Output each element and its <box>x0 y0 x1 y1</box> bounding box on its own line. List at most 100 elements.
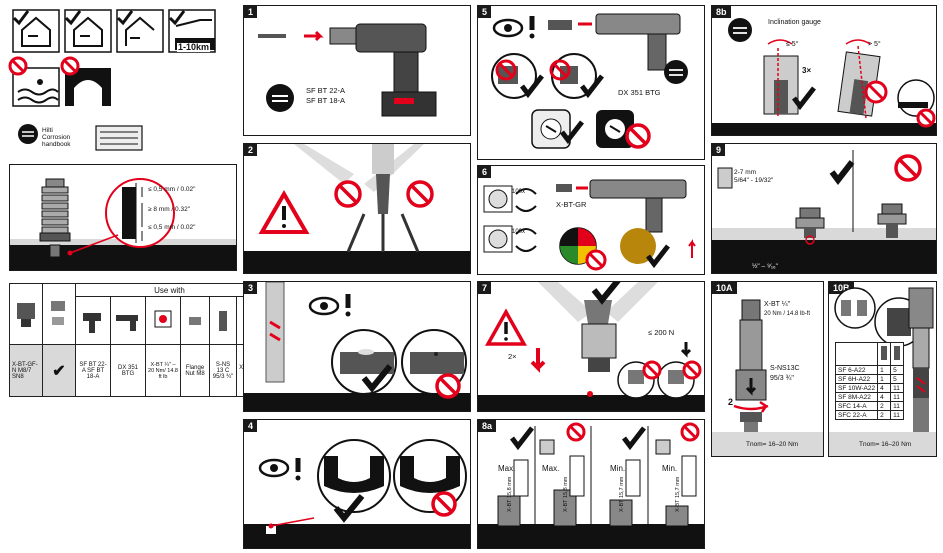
tool-cell: SF 10W-A22 <box>834 383 879 393</box>
read-manual-icon <box>728 18 752 42</box>
fastener-drawing <box>39 178 175 258</box>
step-10a-panel: 10A X-BT ¼" 20 Nm / 14.8 lb-ft S-NS13C 9… <box>711 281 824 457</box>
corrosion-handbook-graphic <box>18 124 143 151</box>
nut-setting-illustration <box>717 150 922 253</box>
repeat-count: 2× <box>508 352 517 361</box>
step-index: 2 <box>728 397 734 407</box>
clutch-icon <box>894 346 901 360</box>
step-7-panel: 7 ≤ 200 N 2× <box>477 281 705 412</box>
prohibit-icon <box>642 360 662 380</box>
no-tunnel-icon <box>60 56 111 106</box>
environment-icons <box>8 9 216 107</box>
torque-icon-cell <box>145 296 181 345</box>
base-plate-top <box>712 228 936 240</box>
distance-label: 1-10km <box>177 42 211 52</box>
prohibit-icon <box>566 422 586 442</box>
bit-name: X-BT ¼" <box>764 301 791 308</box>
product-name: X-BT-GF-N M8/7 SN8 <box>9 344 43 397</box>
tool-cell: SFC 14-A <box>834 401 879 411</box>
ok-angle: ≤ 5° <box>786 41 799 48</box>
max-force: ≤ 200 N <box>648 328 675 337</box>
drill-icon-cell <box>75 296 111 345</box>
prohibit-icon <box>495 59 517 81</box>
step-number: 1 <box>244 6 258 18</box>
stud-label: X-BT 15,7 mm <box>619 476 625 512</box>
torque-icon <box>154 310 172 327</box>
step-5-panel: 5 <box>477 5 705 160</box>
socket-icon <box>219 310 227 331</box>
cycle-count: 100x <box>512 229 526 235</box>
nailer-illustration <box>491 13 688 149</box>
height-label: Min. <box>662 464 678 473</box>
setting-cell: 5 <box>890 365 905 375</box>
angle-warning-illustration <box>258 144 434 253</box>
prohibit-icon <box>864 80 888 104</box>
prohibit-icon <box>334 180 362 208</box>
tools-cell: SF BT 22-A SF BT 18-A <box>75 344 111 397</box>
step-number: 7 <box>478 282 492 294</box>
stud-label: X-BT 15,7 mm <box>675 476 681 512</box>
drilled-hole-illustration <box>265 282 467 399</box>
tool-name: DX 351 BTG <box>618 88 661 97</box>
step-3-panel: 3 <box>243 281 471 412</box>
step-1-panel: 1 SF BT 22-A SF BT 18-A <box>243 5 471 136</box>
tool-cell: SF 6-A22 <box>834 365 879 375</box>
step-number: 2 <box>244 144 258 156</box>
setting-cell: 4 <box>877 383 892 393</box>
read-manual-icon <box>266 84 294 112</box>
tool-cell: SFC 22-A <box>834 410 879 420</box>
step-number: 4 <box>244 420 258 432</box>
base-plate-top <box>712 432 823 456</box>
setting-cell: 2 <box>877 410 892 420</box>
setting-cell: 1 <box>877 365 892 375</box>
step-2-panel: 2 <box>243 143 471 274</box>
gap-mm: 2-7 mm <box>734 169 757 176</box>
warning-icon <box>485 308 527 346</box>
prohibit-icon <box>585 249 607 271</box>
torque-value: Tnom= 16–20 Nm <box>746 441 799 448</box>
screwdriver-icon <box>83 312 101 333</box>
step-9-panel: 9 2-7 mm 5/64" - 19/32" 13–14 mm ½" – ⁹⁄… <box>711 143 937 274</box>
socket-name: S-NS13C <box>770 365 800 372</box>
socket-size: 95/3 ¾" <box>770 375 794 382</box>
handbook-caption-line: Corrosion <box>42 134 71 141</box>
product-image-cell <box>9 283 43 345</box>
step-number: 3 <box>244 282 258 294</box>
stud-icon <box>17 303 35 327</box>
use-with-header: Use with <box>75 283 264 297</box>
base-plate <box>244 524 470 548</box>
base-plate <box>10 245 236 270</box>
handbook-caption: Hilti Corrosion handbook <box>42 127 71 148</box>
prohibit-icon <box>680 422 700 442</box>
outdoor-icon <box>116 9 164 53</box>
repeat-count: 3× <box>802 66 812 75</box>
stud-label: X-BT 15,8 mm <box>563 476 569 512</box>
torque-value: Tnom= 16–20 Nm <box>859 441 912 448</box>
blank-cell <box>834 342 879 366</box>
tolerance-top: ≤ 0,5 mm / 0.02" <box>148 186 196 193</box>
setting-a-header <box>877 342 892 366</box>
flange-nut-icon-cell <box>180 296 210 345</box>
setting-b-header <box>890 342 905 366</box>
setting-cell: 11 <box>890 401 905 411</box>
inclination-gauge-illustration <box>728 18 936 128</box>
fastener-tolerance-panel: ≤ 0,5 mm / 0.02" ≥ 8 mm / 0.32" ≤ 0,5 mm… <box>9 164 237 271</box>
setting-cell: 11 <box>890 383 905 393</box>
nailer-icon-cell <box>110 296 146 345</box>
step-number: 8b <box>712 6 731 18</box>
clean-hole-illustration <box>258 439 467 534</box>
step-number: 10A <box>712 282 737 294</box>
eye-icon <box>308 296 340 316</box>
maintenance-illustration <box>483 179 696 271</box>
base-plate <box>244 393 470 411</box>
setting-cell: 11 <box>890 392 905 402</box>
eye-icon <box>492 18 524 38</box>
flange-nut-icon <box>189 316 201 325</box>
prohibit-icon <box>894 154 922 182</box>
height-check-illustration <box>497 422 700 527</box>
